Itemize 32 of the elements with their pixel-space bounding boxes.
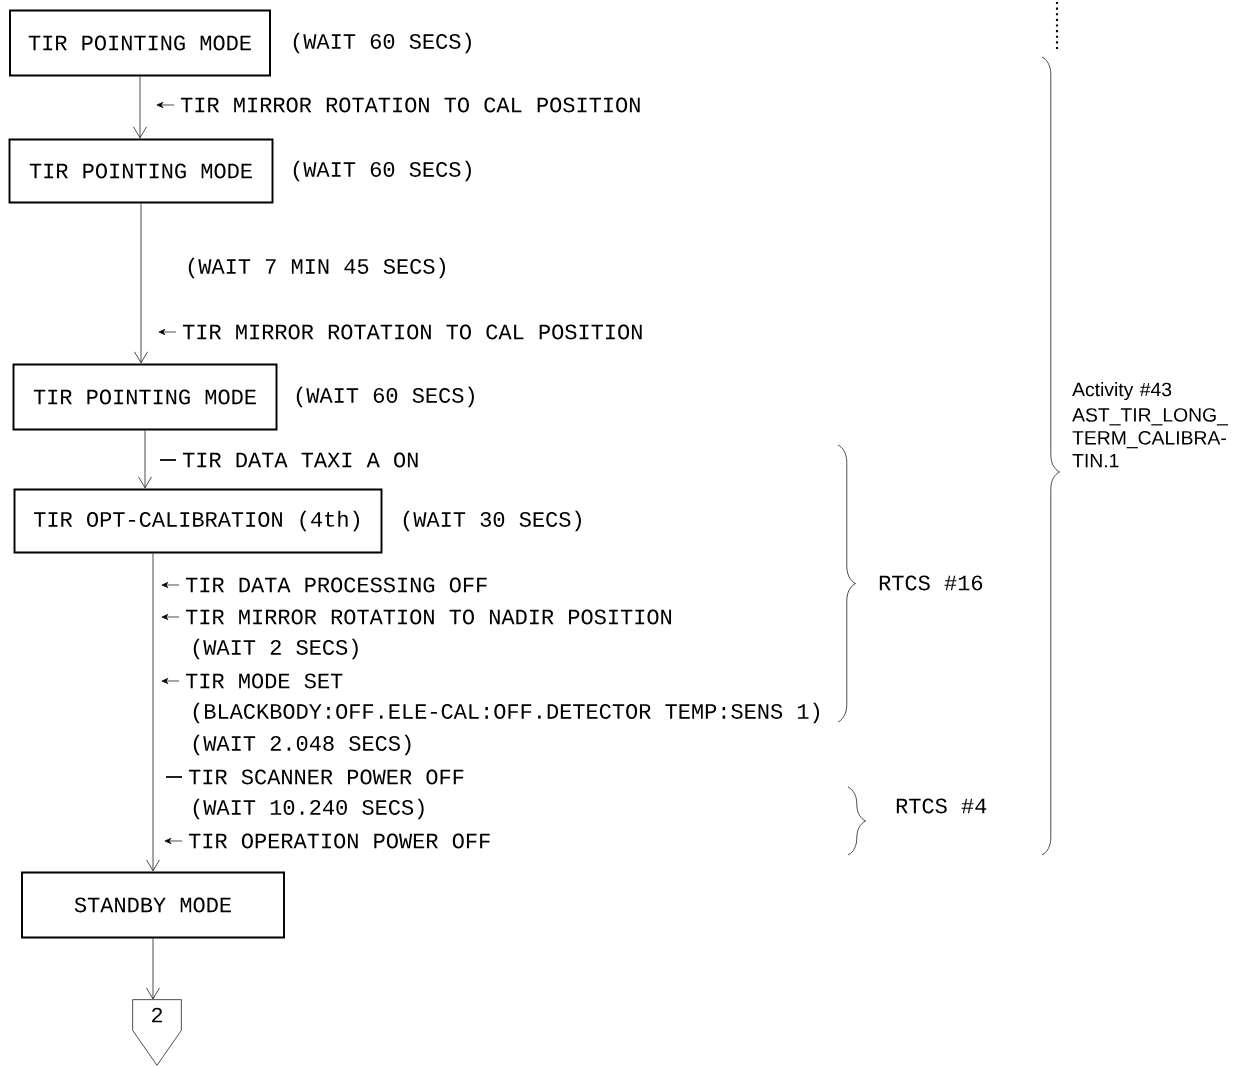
process-box: TIR POINTING MODE [9, 9, 271, 77]
activity-label: Activity #43 [1072, 382, 1172, 401]
arrow [146, 553, 160, 872]
wait-note: (WAIT 60 SECS) [293, 160, 471, 182]
process-box: TIR OPT-CALIBRATION (4th) [13, 488, 383, 554]
wait-note: (WAIT 60 SECS) [293, 32, 471, 54]
command-text: (BLACKBODY:OFF.ELE-CAL:OFF.DETECTOR TEMP:SENS 1) [193, 702, 820, 724]
command-text: TIR MIRROR ROTATION TO NADIR POSITION [185, 609, 671, 625]
command-text: TIR MIRROR ROTATION TO CAL POSITION [182, 324, 642, 340]
process-box: TIR POINTING MODE [12, 363, 278, 431]
command-text: TIR OPERATION POWER OFF [188, 833, 490, 849]
command-text: TIR MIRROR ROTATION TO CAL POSITION [180, 97, 640, 113]
command-text: TIR DATA PROCESSING OFF [185, 577, 487, 593]
command-text: TIR SCANNER POWER OFF [188, 769, 464, 785]
process-box: STANDBY MODE [21, 871, 285, 939]
activity-label: AST_TIR_LONG_ TERM_CALIBRA- TIN.1 [1072, 408, 1229, 468]
wait-note: (WAIT 2.048 SECS) [193, 734, 411, 756]
arrow [134, 203, 148, 364]
brace-label: RTCS #4 [896, 798, 987, 814]
wait-note: (WAIT 10.240 SECS) [193, 798, 424, 820]
process-box: TIR POINTING MODE [8, 138, 274, 204]
wait-note: (WAIT 7 MIN 45 SECS) [188, 257, 445, 279]
command-text: TIR DATA TAXI A ON [182, 452, 418, 468]
arrow [146, 938, 160, 1000]
brace-label: RTCS #16 [879, 575, 983, 591]
off-page-connector: 2 [132, 999, 182, 1066]
arrow [138, 430, 152, 489]
wait-note: (WAIT 2 SECS) [193, 638, 358, 660]
wait-note: (WAIT 30 SECS) [403, 510, 581, 532]
arrow [133, 76, 147, 139]
command-text: TIR MODE SET [185, 673, 343, 689]
wait-note: (WAIT 60 SECS) [296, 386, 474, 408]
